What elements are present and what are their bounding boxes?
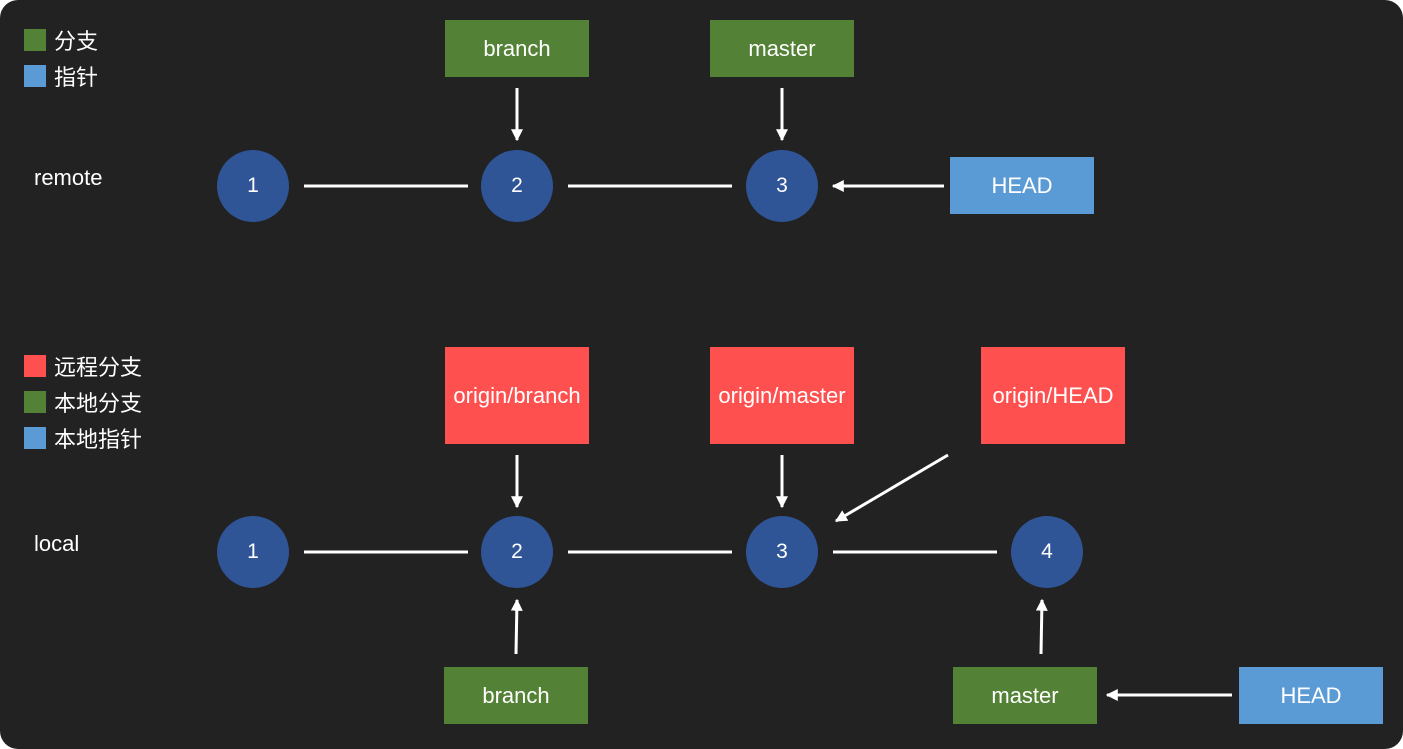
- legend-item-remote-branch: 远程分支: [24, 348, 142, 384]
- branch-swatch: [24, 29, 46, 51]
- remote-commit-2: 2: [481, 150, 553, 222]
- legend-label: 分支: [54, 30, 99, 55]
- remote-branch-swatch: [24, 355, 46, 377]
- remote-label: remote: [34, 165, 103, 190]
- legend-label: 远程分支: [54, 356, 143, 381]
- local-branch-box: branch: [444, 667, 588, 724]
- local-commit-2: 2: [481, 516, 553, 588]
- local-master-arrow: [1035, 598, 1048, 655]
- legend-label: 本地指针: [54, 428, 143, 453]
- local-head-box: HEAD: [1239, 667, 1383, 724]
- legend-label: 指针: [54, 66, 99, 91]
- origin-head-box: origin/HEAD: [981, 347, 1125, 444]
- pointer-swatch: [24, 65, 46, 87]
- local-label: local: [34, 531, 80, 556]
- legend-item-branch: 分支: [24, 22, 98, 58]
- legend-label: 本地分支: [54, 392, 143, 417]
- local-pointer-swatch: [24, 427, 46, 449]
- remote-commit-3: 3: [746, 150, 818, 222]
- origin-branch-box: origin/branch: [445, 347, 589, 444]
- legend-item-local-branch: 本地分支: [24, 384, 142, 420]
- remote-master-box: master: [710, 20, 854, 77]
- remote-commit-1: 1: [217, 150, 289, 222]
- legend-item-pointer: 指针: [24, 58, 98, 94]
- local-master-box: master: [953, 667, 1097, 724]
- remote-branch-box: branch: [445, 20, 589, 77]
- legend-local: 远程分支 本地分支 本地指针: [24, 348, 142, 456]
- local-branch-arrow: [510, 598, 523, 655]
- local-commit-3: 3: [746, 516, 818, 588]
- origin-head-arrow: [834, 453, 949, 523]
- local-branch-swatch: [24, 391, 46, 413]
- local-commit-1: 1: [217, 516, 289, 588]
- origin-master-box: origin/master: [710, 347, 854, 444]
- legend-item-local-pointer: 本地指针: [24, 420, 142, 456]
- legend-remote: 分支 指针: [24, 22, 98, 94]
- remote-head-box: HEAD: [950, 157, 1094, 214]
- local-commit-4: 4: [1011, 516, 1083, 588]
